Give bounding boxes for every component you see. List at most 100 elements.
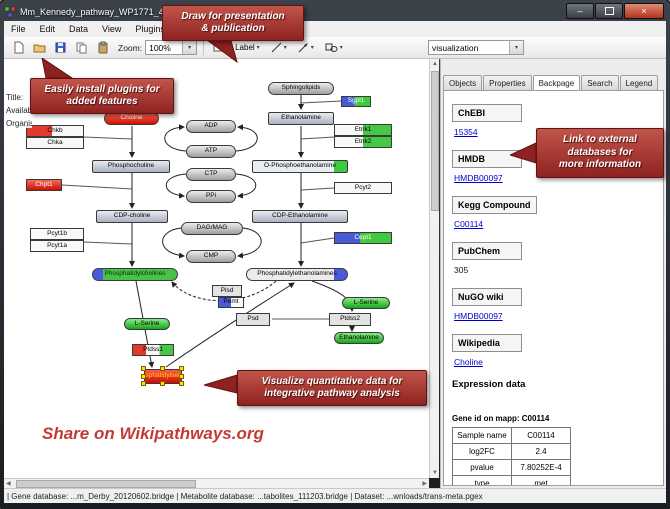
- minimize-icon: –: [577, 5, 583, 16]
- save-button[interactable]: [51, 39, 69, 56]
- backpage-section-pubchem: PubChem 305: [452, 241, 655, 275]
- pathway-node-chka[interactable]: Chka: [26, 137, 84, 149]
- pathway-node-pcyt1a[interactable]: Pcyt1a: [30, 240, 84, 252]
- pathway-node-adp[interactable]: ADP: [186, 120, 236, 133]
- kegg-header: Kegg Compound: [452, 196, 537, 214]
- pathway-node-pemt[interactable]: Pemt: [218, 297, 244, 308]
- scroll-up-icon[interactable]: ▲: [432, 61, 438, 67]
- label-tool-button[interactable]: Label ▾: [231, 39, 264, 56]
- pathway-node-atp[interactable]: ATP: [186, 145, 236, 158]
- copy-button[interactable]: [72, 39, 90, 56]
- visualization-combobox[interactable]: visualization ▾: [428, 40, 524, 55]
- pathway-node-phosphatidylcholines[interactable]: Phosphatidylcholines: [92, 268, 178, 281]
- callout-link: Link to external databases for more info…: [536, 128, 664, 178]
- tab-legend[interactable]: Legend: [619, 75, 659, 90]
- scroll-down-icon[interactable]: ▼: [432, 470, 438, 476]
- side-panel-tabs: Objects Properties Backpage Search Legen…: [443, 73, 664, 91]
- pathway-node-l-serine[interactable]: L-Serine: [342, 297, 390, 309]
- selection-handle[interactable]: [160, 366, 165, 371]
- pathway-node-pcyt2[interactable]: Pcyt2: [334, 182, 392, 194]
- pathway-node-phosphocholine[interactable]: Phosphocholine: [92, 160, 170, 173]
- expression-cell: pvalue: [452, 459, 512, 476]
- new-file-button[interactable]: [9, 39, 27, 56]
- gene-id-line: Gene id on mapp: C00114: [452, 414, 550, 423]
- menu-plugins[interactable]: Plugins: [135, 24, 165, 34]
- pathway-node-cept1[interactable]: Cept1: [334, 232, 392, 244]
- chebi-link[interactable]: 15354: [454, 127, 478, 137]
- horizontal-scrollbar[interactable]: ◀ ▶: [4, 478, 429, 488]
- pathway-node-l-serine[interactable]: L-Serine: [124, 318, 170, 330]
- vertical-scrollbar-thumb[interactable]: [431, 71, 439, 211]
- scroll-right-icon[interactable]: ▶: [422, 481, 427, 487]
- pathway-node-cmp[interactable]: CMP: [186, 250, 236, 263]
- tab-objects[interactable]: Objects: [443, 75, 483, 90]
- pathway-node-o-phosphoethanolamine[interactable]: O-Phosphoethanolamine: [252, 160, 348, 173]
- selection-handle[interactable]: [160, 381, 165, 386]
- shape-tool-button[interactable]: ▾: [321, 39, 347, 56]
- paste-button[interactable]: [93, 39, 111, 56]
- menu-view[interactable]: View: [102, 24, 122, 34]
- selection-handle[interactable]: [141, 381, 146, 386]
- pathway-node-ptdss1[interactable]: Ptdss1: [132, 344, 174, 356]
- pathway-node-pisd[interactable]: Pisd: [212, 285, 242, 297]
- scroll-left-icon[interactable]: ◀: [6, 481, 11, 487]
- tab-backpage[interactable]: Backpage: [532, 75, 581, 91]
- sidepanel-availability-label: Availab: [6, 106, 32, 115]
- pathway-node-cdp-ethanolamine[interactable]: CDP-Ethanolamine: [252, 210, 348, 223]
- tab-properties[interactable]: Properties: [483, 75, 532, 90]
- callout-link-pointer: [510, 142, 537, 164]
- pathway-node-ethanolamine[interactable]: Ethanolamine: [334, 332, 384, 344]
- zoom-combobox[interactable]: 100% ▾: [145, 40, 198, 55]
- pathway-node-etnk2[interactable]: Etnk2: [334, 136, 392, 148]
- nugo-link[interactable]: HMDB00097: [454, 311, 503, 321]
- table-row: log2FC 2.4: [452, 443, 571, 460]
- line-tool-button[interactable]: ▾: [267, 39, 291, 56]
- backpage-section-nugo: NuGO wiki HMDB00097: [452, 287, 655, 321]
- horizontal-scrollbar-thumb[interactable]: [16, 480, 196, 488]
- tab-search[interactable]: Search: [581, 75, 619, 90]
- maximize-button[interactable]: [595, 3, 623, 19]
- minimize-button[interactable]: –: [566, 3, 594, 19]
- hmdb-link[interactable]: HMDB00097: [454, 173, 503, 183]
- arrow-tool-icon: [298, 43, 308, 53]
- toolbar-separator: [203, 40, 205, 55]
- sidepanel-title-label: Title:: [6, 93, 32, 102]
- expression-cell: type: [452, 475, 512, 485]
- open-file-button[interactable]: [30, 39, 48, 56]
- zoom-dropdown-button[interactable]: ▾: [182, 41, 197, 54]
- selection-handle[interactable]: [141, 373, 146, 379]
- wikipedia-link[interactable]: Choline: [454, 357, 483, 367]
- pathway-node-sgpl1[interactable]: Sgpl1: [341, 96, 371, 107]
- menu-file[interactable]: File: [11, 24, 26, 34]
- pathway-node-ppi[interactable]: PPi: [186, 190, 236, 203]
- selection-handle[interactable]: [179, 381, 184, 386]
- pathway-node-ptdss2[interactable]: Ptdss2: [329, 313, 371, 326]
- pathway-node-dag-mag[interactable]: DAG/MAG: [181, 222, 243, 235]
- caret-down-icon: ▾: [188, 45, 192, 51]
- pathway-node-ctp[interactable]: CTP: [186, 168, 236, 181]
- title-bar[interactable]: Mm_Kennedy_pathway_WP1771_45176.gpml – ×: [4, 3, 666, 21]
- save-disk-icon: [55, 42, 65, 53]
- pathway-node-phosphatidylethanolamines[interactable]: Phosphatidylethanolamines: [246, 268, 348, 281]
- pathway-node-etnk1[interactable]: Etnk1: [334, 124, 392, 136]
- pathway-node-psd[interactable]: Psd: [236, 313, 270, 326]
- vertical-scrollbar[interactable]: ▲ ▼: [429, 59, 439, 478]
- backpage-section-hmdb: HMDB HMDB00097: [452, 149, 655, 183]
- menu-data[interactable]: Data: [69, 24, 89, 34]
- selection-handle[interactable]: [179, 366, 184, 371]
- visualization-dropdown-button[interactable]: ▾: [509, 41, 523, 54]
- arrow-tool-button[interactable]: ▾: [294, 39, 318, 56]
- pathway-node-cdp-choline[interactable]: CDP-choline: [96, 210, 168, 223]
- shape-tool-icon: [325, 43, 338, 52]
- kegg-link[interactable]: C00114: [454, 219, 484, 229]
- pathway-node-pcyt1b[interactable]: Pcyt1b: [30, 228, 84, 240]
- pathway-node-chpt1[interactable]: Chpt1: [26, 179, 62, 191]
- selection-handle[interactable]: [179, 373, 184, 379]
- menu-edit[interactable]: Edit: [39, 24, 56, 34]
- close-button[interactable]: ×: [624, 3, 664, 19]
- pathway-node-chkb[interactable]: Chkb: [26, 125, 84, 137]
- pathway-node-ethanolamine[interactable]: Ethanolamine: [268, 112, 334, 125]
- pathway-node-sphingolipids[interactable]: Sphingolipids: [268, 82, 334, 95]
- selection-handle[interactable]: [141, 366, 146, 371]
